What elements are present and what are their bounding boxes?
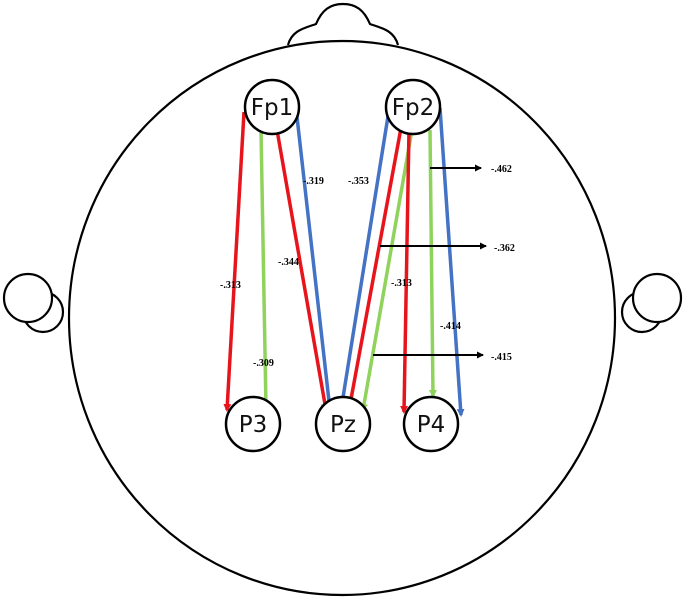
weight-label-fp1-pz-red: -.344 xyxy=(278,257,299,268)
electrode-p3: P3 xyxy=(224,395,282,453)
arrow-fp1-pz-red xyxy=(275,129,329,412)
electrode-p3-label: P3 xyxy=(239,412,268,438)
arrow-fp1-pz-blue xyxy=(294,107,334,412)
weight-label-fp2-p4-green: -.462 xyxy=(491,164,512,175)
weight-label-fp2-p4-red: -.313 xyxy=(391,278,412,289)
arrow-fp2-p4-green xyxy=(428,129,437,398)
nose-outline xyxy=(286,2,400,46)
arrow-fp2-p4-blue xyxy=(438,107,465,417)
arrow-fp2-pz-blue xyxy=(337,109,391,412)
arrow-fp2-pz-green xyxy=(360,129,414,412)
weight-label-fp1-p3-green: -.309 xyxy=(253,358,274,369)
head-outline xyxy=(67,39,617,597)
weight-label-fp1-p3-red: -.313 xyxy=(220,280,241,291)
electrode-p4: P4 xyxy=(402,395,460,453)
arrow-fp2-pz-red xyxy=(346,127,403,412)
left-ear xyxy=(2,272,65,334)
electrode-pz: Pz xyxy=(314,395,372,453)
electrode-fp1-label: Fp1 xyxy=(251,95,293,121)
right-ear xyxy=(620,272,683,334)
electrode-fp2-label: Fp2 xyxy=(392,95,434,121)
arrow-fp2-p4-red xyxy=(400,129,411,414)
electrode-fp2: Fp2 xyxy=(384,78,442,136)
arrow-fp1-p3-red xyxy=(223,111,246,412)
electrode-fp1: Fp1 xyxy=(243,78,301,136)
electrode-pz-label: Pz xyxy=(330,412,356,438)
electrode-p4-label: P4 xyxy=(417,412,446,438)
weight-label-fp2-pz-red: -.362 xyxy=(494,243,515,254)
weight-label-fp2-pz-blue: -.353 xyxy=(348,176,369,187)
arrow-fp1-p3-green xyxy=(259,129,270,410)
weight-label-fp1-pz-blue: -.319 xyxy=(303,176,324,187)
weight-label-fp2-pz-green: -.415 xyxy=(491,352,512,363)
weight-label-fp2-p4-blue: -.414 xyxy=(440,321,461,332)
